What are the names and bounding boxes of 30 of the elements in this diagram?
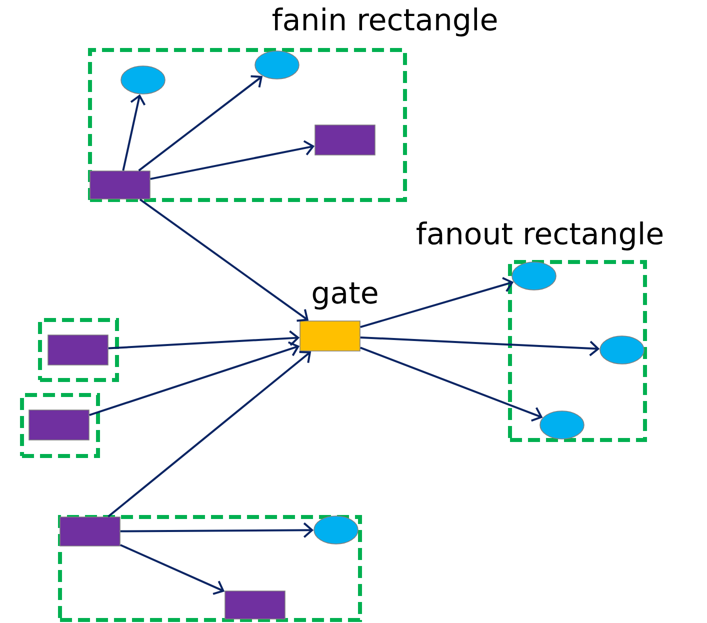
arrow	[150, 140, 315, 180]
arrow	[360, 346, 543, 422]
arrow	[89, 341, 300, 416]
ellipse	[314, 516, 358, 544]
ellipse	[512, 262, 556, 290]
arrow	[120, 544, 225, 595]
rectangle	[90, 170, 150, 200]
ellipse	[600, 336, 644, 364]
dashed-rectangle	[20, 392, 100, 458]
rectangle	[314, 124, 376, 156]
rectangle	[48, 334, 108, 366]
arrow	[122, 94, 146, 171]
arrow	[108, 350, 312, 518]
ellipse	[120, 66, 166, 94]
ellipse	[254, 50, 300, 80]
ellipse	[540, 410, 584, 440]
arrow	[139, 198, 309, 322]
arrow	[108, 330, 300, 350]
heading: gate	[312, 282, 378, 310]
dashed-rectangle	[38, 318, 119, 382]
arrow	[138, 75, 263, 172]
arrow	[360, 336, 600, 356]
rectangle	[28, 410, 90, 440]
arrow	[120, 522, 314, 538]
dashed-rectangle	[58, 514, 362, 622]
rectangle	[60, 516, 120, 546]
heading: fanin rectangle	[272, 7, 497, 36]
rectangle	[224, 590, 286, 620]
arrow	[360, 277, 514, 328]
heading: fanout rectangle	[416, 221, 663, 250]
